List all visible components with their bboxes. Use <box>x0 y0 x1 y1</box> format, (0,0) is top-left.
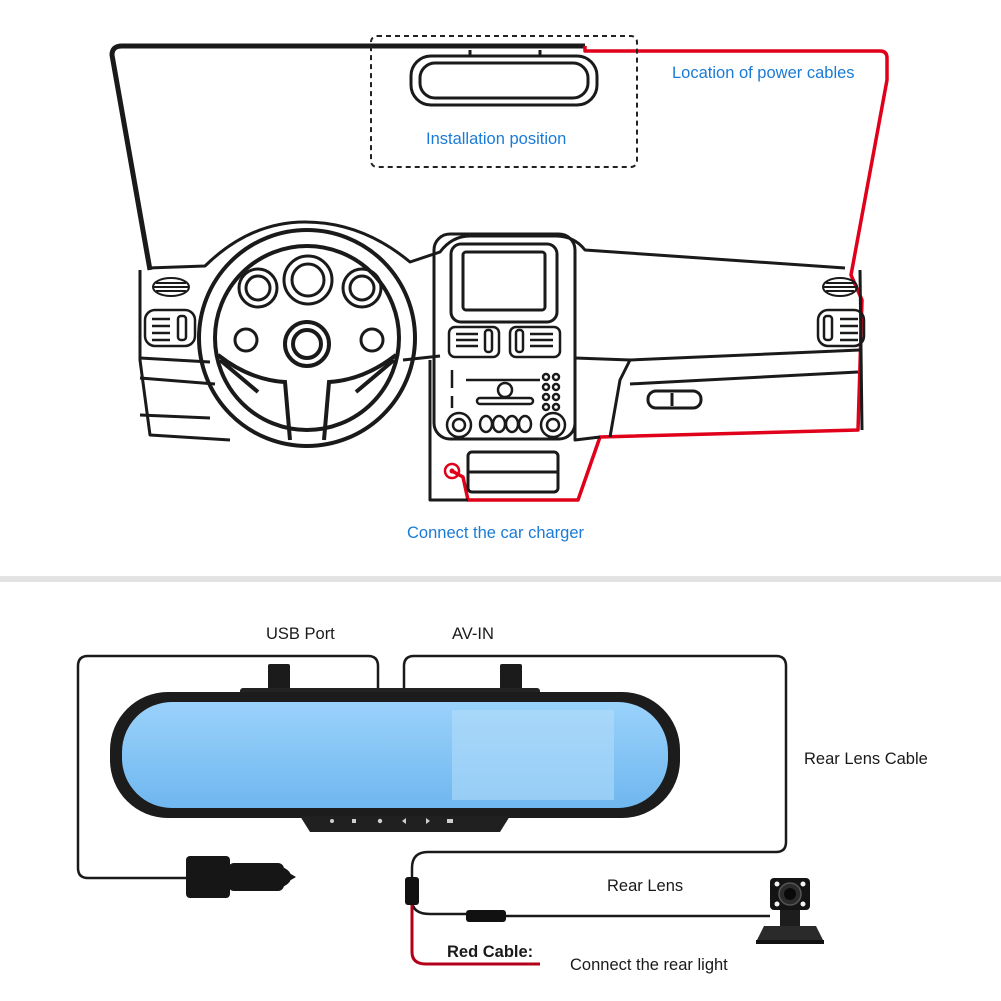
dashboard-outline <box>138 220 864 502</box>
windshield-frame <box>109 43 585 271</box>
instrument-gauges <box>233 254 385 353</box>
mirror-dashcam <box>110 664 680 832</box>
glovebox-handle <box>646 389 703 410</box>
rear-light-label: Connect the rear light <box>570 956 728 974</box>
cable-inline-plug <box>466 910 506 922</box>
installation-position-label: Installation position <box>426 130 567 148</box>
section-divider <box>0 576 1001 582</box>
lower-console-tray <box>466 450 560 494</box>
car-charger-plug <box>186 856 296 898</box>
rear-lens-label: Rear Lens <box>607 877 684 895</box>
steering-wheel <box>197 228 417 448</box>
center-vents <box>447 325 562 359</box>
left-side-vent <box>143 308 197 348</box>
installation-zone <box>370 35 638 168</box>
usb-port-label: USB Port <box>266 625 335 643</box>
power-cable-route <box>451 46 889 502</box>
left-speaker <box>152 277 190 297</box>
power-cables-label: Location of power cables <box>672 64 855 82</box>
red-cable-label: Red Cable: <box>447 943 534 961</box>
red-cable <box>410 905 540 966</box>
rear-lens-camera <box>756 878 824 944</box>
rear-lens-cable-label: Rear Lens Cable <box>804 750 928 768</box>
car-charger-label: Connect the car charger <box>407 524 585 542</box>
right-side-vent <box>816 308 866 348</box>
rearview-mirror-sketch <box>409 50 599 107</box>
av-in-label: AV-IN <box>452 625 494 643</box>
right-speaker <box>822 277 858 297</box>
radio-panel <box>445 370 567 439</box>
center-console <box>432 232 577 441</box>
cable-connector <box>405 877 419 905</box>
charger-socket <box>443 462 461 480</box>
